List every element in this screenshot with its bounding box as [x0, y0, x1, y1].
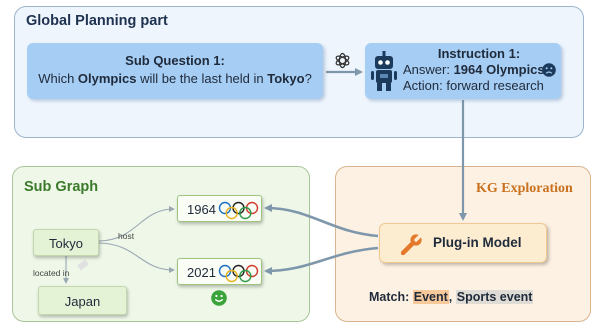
sub-question-label: Sub Question 1: [125, 53, 225, 68]
olympic-rings-icon [218, 201, 259, 220]
node-2021-label: 2021 [187, 265, 216, 280]
edge-label-located-in: located in [33, 268, 70, 278]
plugin-model-box: Plug-in Model [379, 223, 547, 263]
plugin-model-label: Plug-in Model [433, 235, 522, 250]
match-separator: , [448, 290, 456, 304]
node-japan: Japan [38, 286, 127, 315]
match-prefix: Match: [369, 290, 413, 304]
kg-exploration-title: KG Exploration [476, 181, 573, 196]
smile-face-icon [211, 290, 227, 306]
sub-question-text-mid: will be the last held in [136, 71, 268, 86]
match-line: Match: Event, Sports event [369, 290, 534, 304]
sub-question-tokyo: Tokyo [267, 71, 305, 86]
node-1964: 1964 [177, 195, 262, 222]
instruction-box: Instruction 1: Answer: 1964 Olympics Act… [365, 43, 561, 99]
instruction-action: Action: forward research [403, 78, 544, 93]
sub-question-text: Which Olympics will be the last held in … [27, 70, 323, 88]
match-term-event: Event [412, 290, 449, 304]
olympic-rings-icon [218, 264, 259, 283]
edge-tokyo-1964 [98, 206, 175, 242]
sad-face-icon [542, 63, 556, 77]
instruction-answer-prefix: Answer: [403, 62, 454, 77]
instruction-answer-value: 1964 Olympics [453, 62, 545, 77]
arrow-plugin-to-2021 [264, 246, 379, 275]
arrow-plugin-to-1964 [264, 204, 379, 238]
wrench-icon [401, 233, 423, 255]
instruction-label: Instruction 1: [437, 46, 521, 61]
match-term-sports-event: Sports event [455, 290, 534, 304]
edge-label-host: host [118, 231, 135, 241]
edge-tokyo-2021 [98, 242, 175, 273]
sub-question-olympics: Olympics [77, 71, 137, 86]
sub-question-box: Sub Question 1: Which Olympics will be t… [27, 43, 323, 99]
instruction-answer: Answer: 1964 Olympics [403, 62, 545, 78]
node-tokyo: Tokyo [33, 229, 99, 256]
global-planning-title: Global Planning part [26, 13, 168, 29]
node-1964-label: 1964 [187, 202, 216, 217]
sub-graph-title: Sub Graph [24, 179, 99, 195]
openai-icon [335, 52, 350, 69]
robot-icon [371, 51, 397, 91]
node-2021: 2021 [177, 258, 262, 285]
sub-question-text-pre: Which [38, 71, 78, 86]
sub-question-text-post: ? [304, 71, 312, 86]
